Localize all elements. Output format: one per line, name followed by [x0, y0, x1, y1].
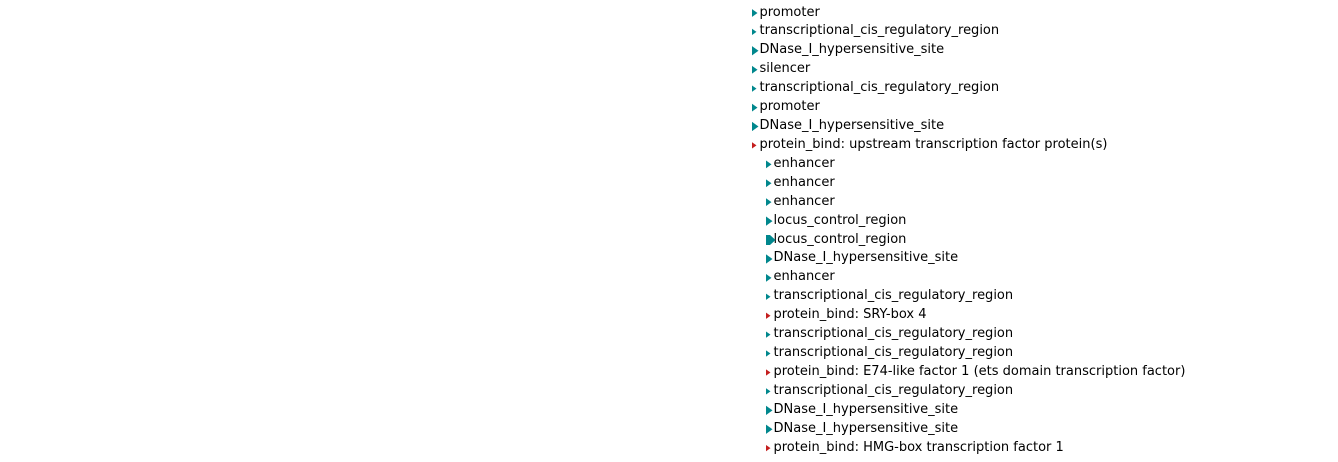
triangle-right-icon	[765, 424, 773, 435]
triangle-right-icon	[765, 253, 773, 264]
feature-icon-box	[751, 141, 759, 149]
triangle-right-icon	[751, 8, 758, 18]
triangle-right-icon	[765, 197, 772, 207]
feature-icon-box	[751, 8, 759, 18]
feature-label: transcriptional_cis_regulatory_region	[759, 23, 1000, 39]
feature-label-row[interactable]: transcriptional_cis_regulatory_region	[0, 287, 1338, 306]
feature-label-row[interactable]: enhancer	[0, 155, 1338, 174]
feature-label: locus_control_region	[773, 212, 907, 228]
feature-icon-box	[765, 235, 776, 246]
feature-label: transcriptional_cis_regulatory_region	[773, 345, 1014, 361]
feature-label: DNase_I_hypersensitive_site	[773, 401, 959, 417]
feature-label-row[interactable]: locus_control_region	[0, 231, 1338, 250]
feature-icon-box	[765, 253, 773, 264]
feature-icon-box	[765, 405, 773, 416]
feature-icon-box	[751, 121, 759, 132]
feature-icon-box	[751, 85, 759, 93]
feature-label: silencer	[759, 61, 811, 77]
feature-label-row[interactable]: DNase_I_hypersensitive_site	[0, 401, 1338, 420]
feature-label-row[interactable]: DNase_I_hypersensitive_site	[0, 420, 1338, 439]
triangle-right-icon	[765, 331, 771, 339]
triangle-right-icon	[765, 179, 772, 188]
feature-label-row[interactable]: silencer	[0, 60, 1338, 79]
feature-label: promoter	[759, 4, 820, 20]
triangle-right-icon	[751, 103, 758, 112]
feature-label-row[interactable]: enhancer	[0, 268, 1338, 287]
feature-label-row[interactable]: enhancer	[0, 174, 1338, 193]
feature-label: transcriptional_cis_regulatory_region	[759, 80, 1000, 96]
feature-label-row[interactable]: transcriptional_cis_regulatory_region	[0, 382, 1338, 401]
feature-icon-box	[765, 350, 773, 358]
triangle-right-icon	[765, 350, 771, 358]
feature-icon-box	[765, 312, 773, 320]
triangle-right-icon	[765, 273, 772, 283]
feature-label-row[interactable]: protein_bind: SRY-box 4	[0, 306, 1338, 325]
feature-icon-box	[765, 160, 773, 169]
feature-label-row[interactable]: protein_bind: E74-like factor 1 (ets dom…	[0, 363, 1338, 382]
feature-icon-box	[751, 45, 759, 56]
feature-label-row[interactable]: transcriptional_cis_regulatory_region	[0, 325, 1338, 344]
feature-icon-box	[751, 28, 759, 36]
feature-label: protein_bind: upstream transcription fac…	[759, 136, 1108, 152]
triangle-right-icon	[751, 141, 757, 149]
triangle-right-icon	[765, 216, 773, 227]
triangle-right-icon	[765, 293, 771, 301]
feature-label: promoter	[759, 99, 820, 115]
feature-label: locus_control_region	[773, 231, 907, 247]
feature-label: DNase_I_hypersensitive_site	[759, 118, 945, 134]
feature-label-row[interactable]: enhancer	[0, 193, 1338, 212]
feature-label-row[interactable]: DNase_I_hypersensitive_site	[0, 41, 1338, 60]
feature-label-row[interactable]: promoter	[0, 4, 1338, 23]
triangle-right-icon	[765, 387, 771, 395]
feature-label-row[interactable]: DNase_I_hypersensitive_site	[0, 117, 1338, 136]
triangle-right-icon	[765, 368, 771, 376]
triangle-right-icon	[751, 85, 757, 93]
triangle-right-icon	[751, 28, 757, 36]
triangle-right-icon	[765, 160, 772, 169]
feature-icon-box	[765, 444, 773, 452]
feature-label: DNase_I_hypersensitive_site	[773, 250, 959, 266]
feature-icon-box	[765, 368, 773, 376]
feature-label: transcriptional_cis_regulatory_region	[773, 326, 1014, 342]
feature-label-row[interactable]: transcriptional_cis_regulatory_region	[0, 79, 1338, 98]
feature-label: enhancer	[773, 193, 835, 209]
feature-label: transcriptional_cis_regulatory_region	[773, 288, 1014, 304]
triangle-right-icon	[765, 444, 771, 452]
feature-icon-box	[765, 216, 773, 227]
feature-label: enhancer	[773, 269, 835, 285]
feature-icon-box	[765, 387, 773, 395]
pentagon-right-icon	[765, 235, 776, 246]
triangle-right-icon	[765, 312, 771, 320]
feature-label: transcriptional_cis_regulatory_region	[773, 382, 1014, 398]
triangle-right-icon	[765, 405, 773, 416]
feature-icon-box	[765, 424, 773, 435]
feature-label: protein_bind: E74-like factor 1 (ets dom…	[773, 364, 1186, 380]
feature-icon-box	[751, 65, 759, 74]
feature-icon-box	[765, 179, 773, 188]
feature-label: protein_bind: SRY-box 4	[773, 307, 927, 323]
feature-icon-box	[765, 331, 773, 339]
triangle-right-icon	[751, 65, 758, 74]
feature-label-row[interactable]: locus_control_region	[0, 212, 1338, 231]
feature-icon-box	[765, 293, 773, 301]
feature-label: DNase_I_hypersensitive_site	[759, 42, 945, 58]
feature-label: protein_bind: HMG-box transcription fact…	[773, 439, 1064, 455]
feature-label: DNase_I_hypersensitive_site	[773, 420, 959, 436]
feature-label-row[interactable]: promoter	[0, 98, 1338, 117]
feature-icon-box	[765, 273, 773, 283]
feature-icon-box	[751, 103, 759, 112]
feature-label-row[interactable]: protein_bind: HMG-box transcription fact…	[0, 439, 1338, 458]
feature-label: enhancer	[773, 174, 835, 190]
triangle-right-icon	[751, 45, 759, 56]
feature-label: enhancer	[773, 155, 835, 171]
feature-label-row[interactable]: protein_bind: upstream transcription fac…	[0, 136, 1338, 155]
feature-label-row[interactable]: DNase_I_hypersensitive_site	[0, 249, 1338, 268]
feature-label-row[interactable]: transcriptional_cis_regulatory_region	[0, 22, 1338, 41]
feature-icon-box	[765, 197, 773, 207]
triangle-right-icon	[751, 121, 759, 132]
feature-label-row[interactable]: transcriptional_cis_regulatory_region	[0, 344, 1338, 363]
